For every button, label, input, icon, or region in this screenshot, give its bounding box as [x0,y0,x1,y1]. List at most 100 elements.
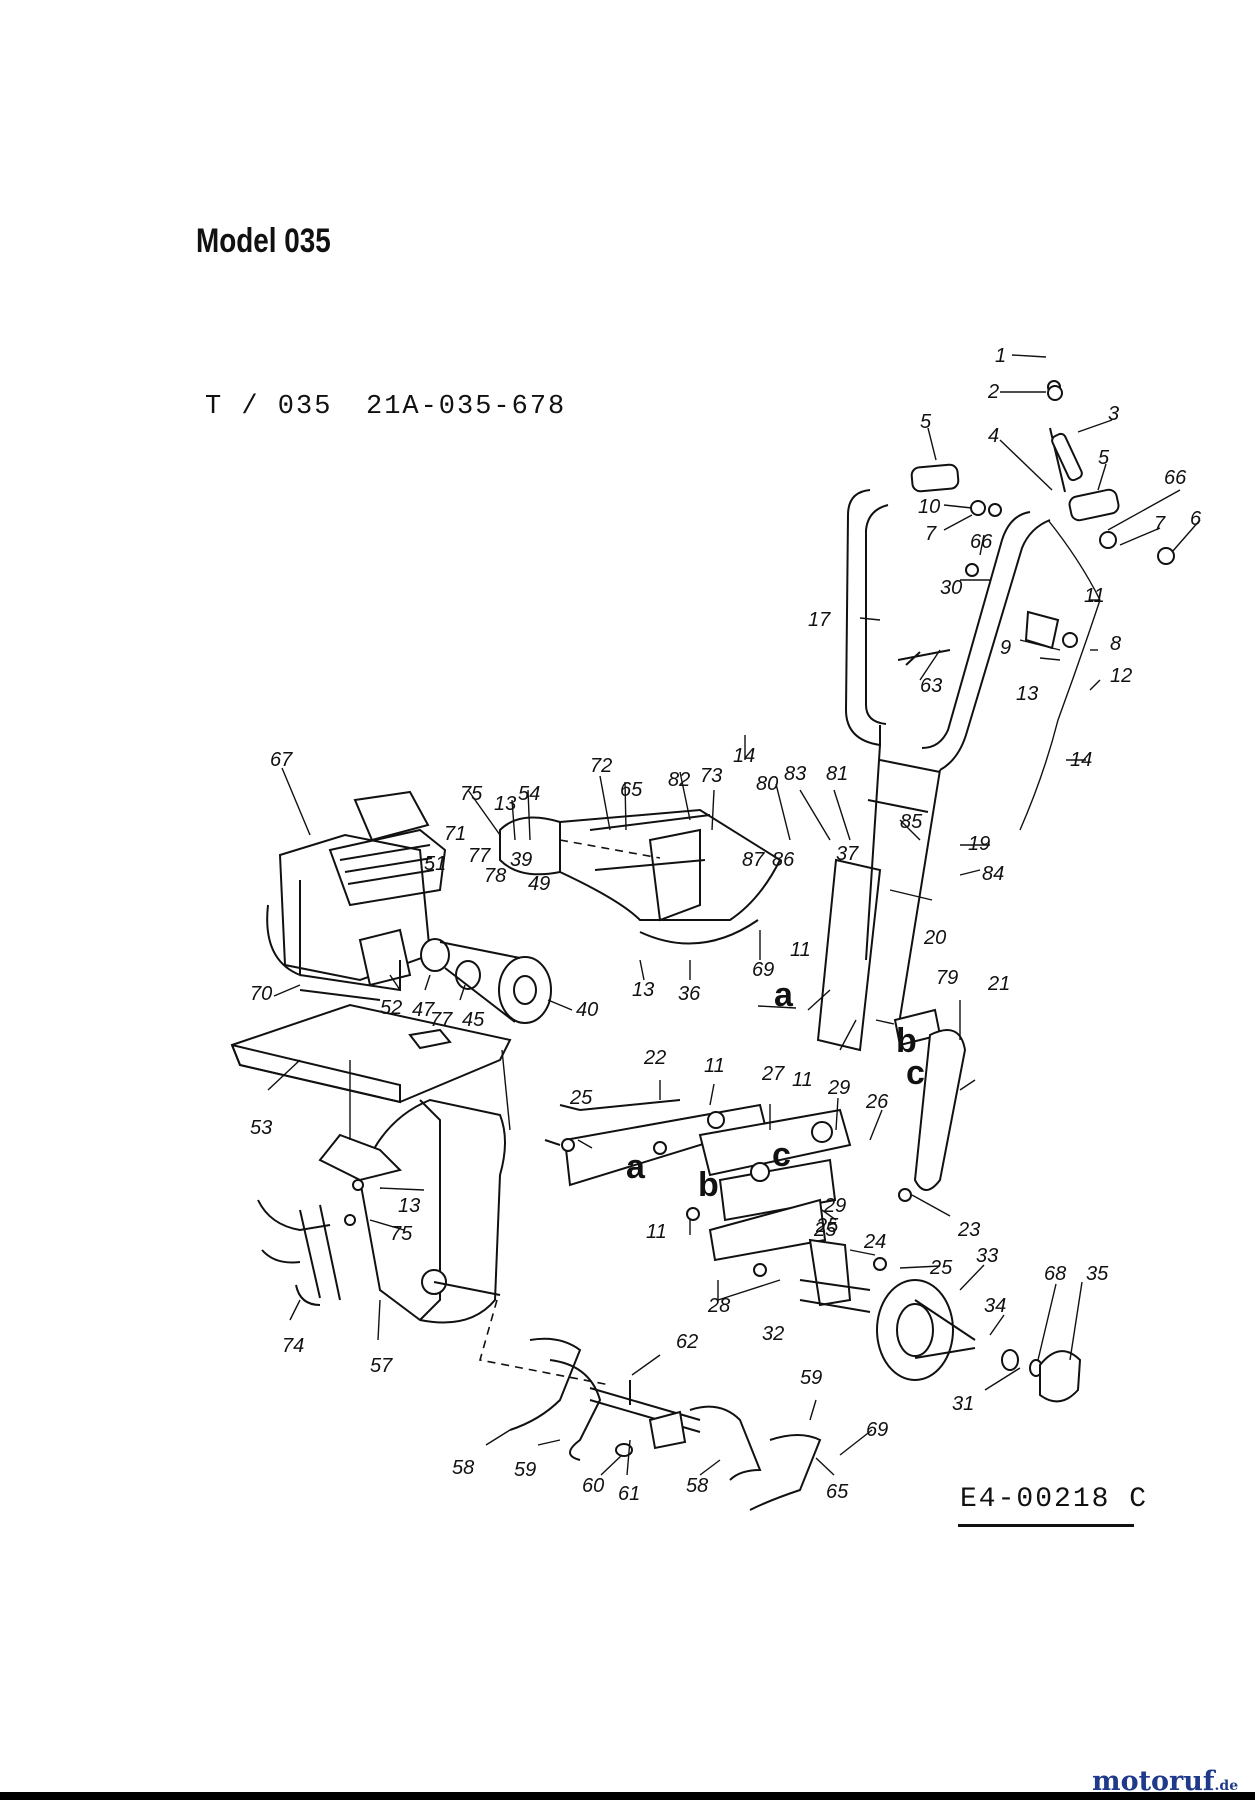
callout-label: 25 [815,1215,839,1237]
part-number: 21A-035-678 [366,392,567,422]
model-code: T / 035 [205,392,333,422]
callout-label: 84 [982,863,1004,885]
callout-label: 67 [270,749,293,771]
diagram-code: E4-00218 C [960,1484,1149,1515]
callout-label: 61 [618,1483,640,1505]
leader-lines [267,354,1201,1476]
callout-label: 27 [761,1063,785,1085]
callout-label: 30 [940,577,962,599]
callout-label: 58 [686,1475,708,1497]
callout-label: 62 [676,1331,698,1353]
callout-label: 8 [1110,633,1121,655]
callout-label: 36 [678,983,701,1005]
callout-label: 11 [704,1055,725,1077]
assembly-arrows [349,1005,895,1140]
callout-label: 68 [1044,1263,1066,1285]
callout-label: 86 [772,849,795,871]
section-letter-c: c [772,1136,791,1174]
callout-label: 11 [792,1069,813,1091]
callout-label: 66 [970,531,993,553]
callout-label: 4 [988,425,999,447]
callout-label: 75 [390,1223,413,1245]
callout-label: 52 [380,997,402,1019]
callout-label: 37 [836,843,859,865]
callout-label: 34 [984,1295,1006,1317]
callout-label: 11 [1084,585,1105,607]
callout-label: 51 [424,853,446,875]
tines-drawing [478,1299,822,1511]
watermark-brand: motoruf [1092,1766,1215,1797]
callout-label: 24 [863,1231,886,1253]
callout-label: 47 [412,999,435,1021]
callout-label: 31 [952,1393,974,1415]
callout-label: 9 [1000,637,1011,659]
callout-label: 3 [1108,403,1119,425]
callout-label: 11 [790,939,811,961]
callout-label: 21 [987,973,1010,995]
callout-label: 11 [646,1221,667,1243]
bottom-border [0,1792,1255,1800]
callout-label: 59 [514,1459,536,1481]
callout-label: 60 [582,1475,604,1497]
callout-label: 25 [813,1219,837,1241]
callout-label: 40 [576,999,598,1021]
section-letter-a: a [626,1148,646,1186]
belt-cover-drawing [499,808,782,945]
callout-label: 26 [865,1091,889,1113]
callout-label: 59 [800,1367,822,1389]
section-letter-b: b [896,1022,917,1060]
callout-label: 29 [827,1077,850,1099]
callout-label: 58 [452,1457,474,1479]
callout-label: 75 [460,783,483,805]
callout-label: 20 [923,927,946,949]
callout-label: 23 [957,1219,980,1241]
callout-label: 65 [620,779,643,801]
callout-label: 19 [968,833,990,855]
section-letter-b: b [698,1166,719,1204]
callout-label: 83 [784,763,806,785]
callout-label: 12 [1110,665,1132,687]
callout-label: 13 [632,979,654,1001]
callout-label: 17 [808,609,831,631]
callout-label: 6 [1190,508,1202,530]
callout-labels: 1 2 3 4 5 5 66 10 7 7 66 6 30 11 8 9 12 … [250,345,1202,1505]
watermark-logo: motoruf.de [1092,1766,1238,1797]
callout-label: 2 [987,381,999,403]
callout-label: 14 [733,745,755,767]
callout-label: 77 [430,1009,453,1031]
callout-label: 5 [920,411,932,433]
callout-label: 32 [762,1323,784,1345]
callout-label: 39 [510,849,532,871]
engine-drawing [230,790,552,1104]
transmission-housing-drawing [257,1098,506,1324]
frame-bracket-drawing [544,1008,1082,1403]
callout-label: 7 [1154,513,1166,535]
callout-label: 63 [920,675,942,697]
callout-label: 71 [444,823,466,845]
callout-label: 13 [494,793,516,815]
watermark-suffix: .de [1214,1778,1239,1794]
callout-label: 53 [250,1117,272,1139]
callout-label: 10 [918,496,940,518]
callout-label: 85 [900,811,923,833]
callout-label: 70 [250,983,272,1005]
callout-label: 69 [866,1419,888,1441]
callout-label: 54 [518,783,540,805]
callout-label: 29 [823,1195,846,1217]
callout-label: 80 [756,773,778,795]
callout-label: 5 [1098,447,1110,469]
callout-label: 78 [484,865,506,887]
callout-label: 35 [1086,1263,1109,1285]
callout-label: 79 [936,967,958,989]
callout-label: 13 [398,1195,420,1217]
callout-label: 72 [590,755,612,777]
page-title: Model 035 [196,222,331,260]
callout-label: 25 [929,1257,953,1279]
callout-label: 81 [826,763,848,785]
callout-label: 25 [569,1087,593,1109]
diagram-code-underline [958,1524,1134,1527]
section-letters: a a b b c c [626,976,925,1204]
callout-label: 7 [925,523,937,545]
callout-label: 82 [668,769,690,791]
